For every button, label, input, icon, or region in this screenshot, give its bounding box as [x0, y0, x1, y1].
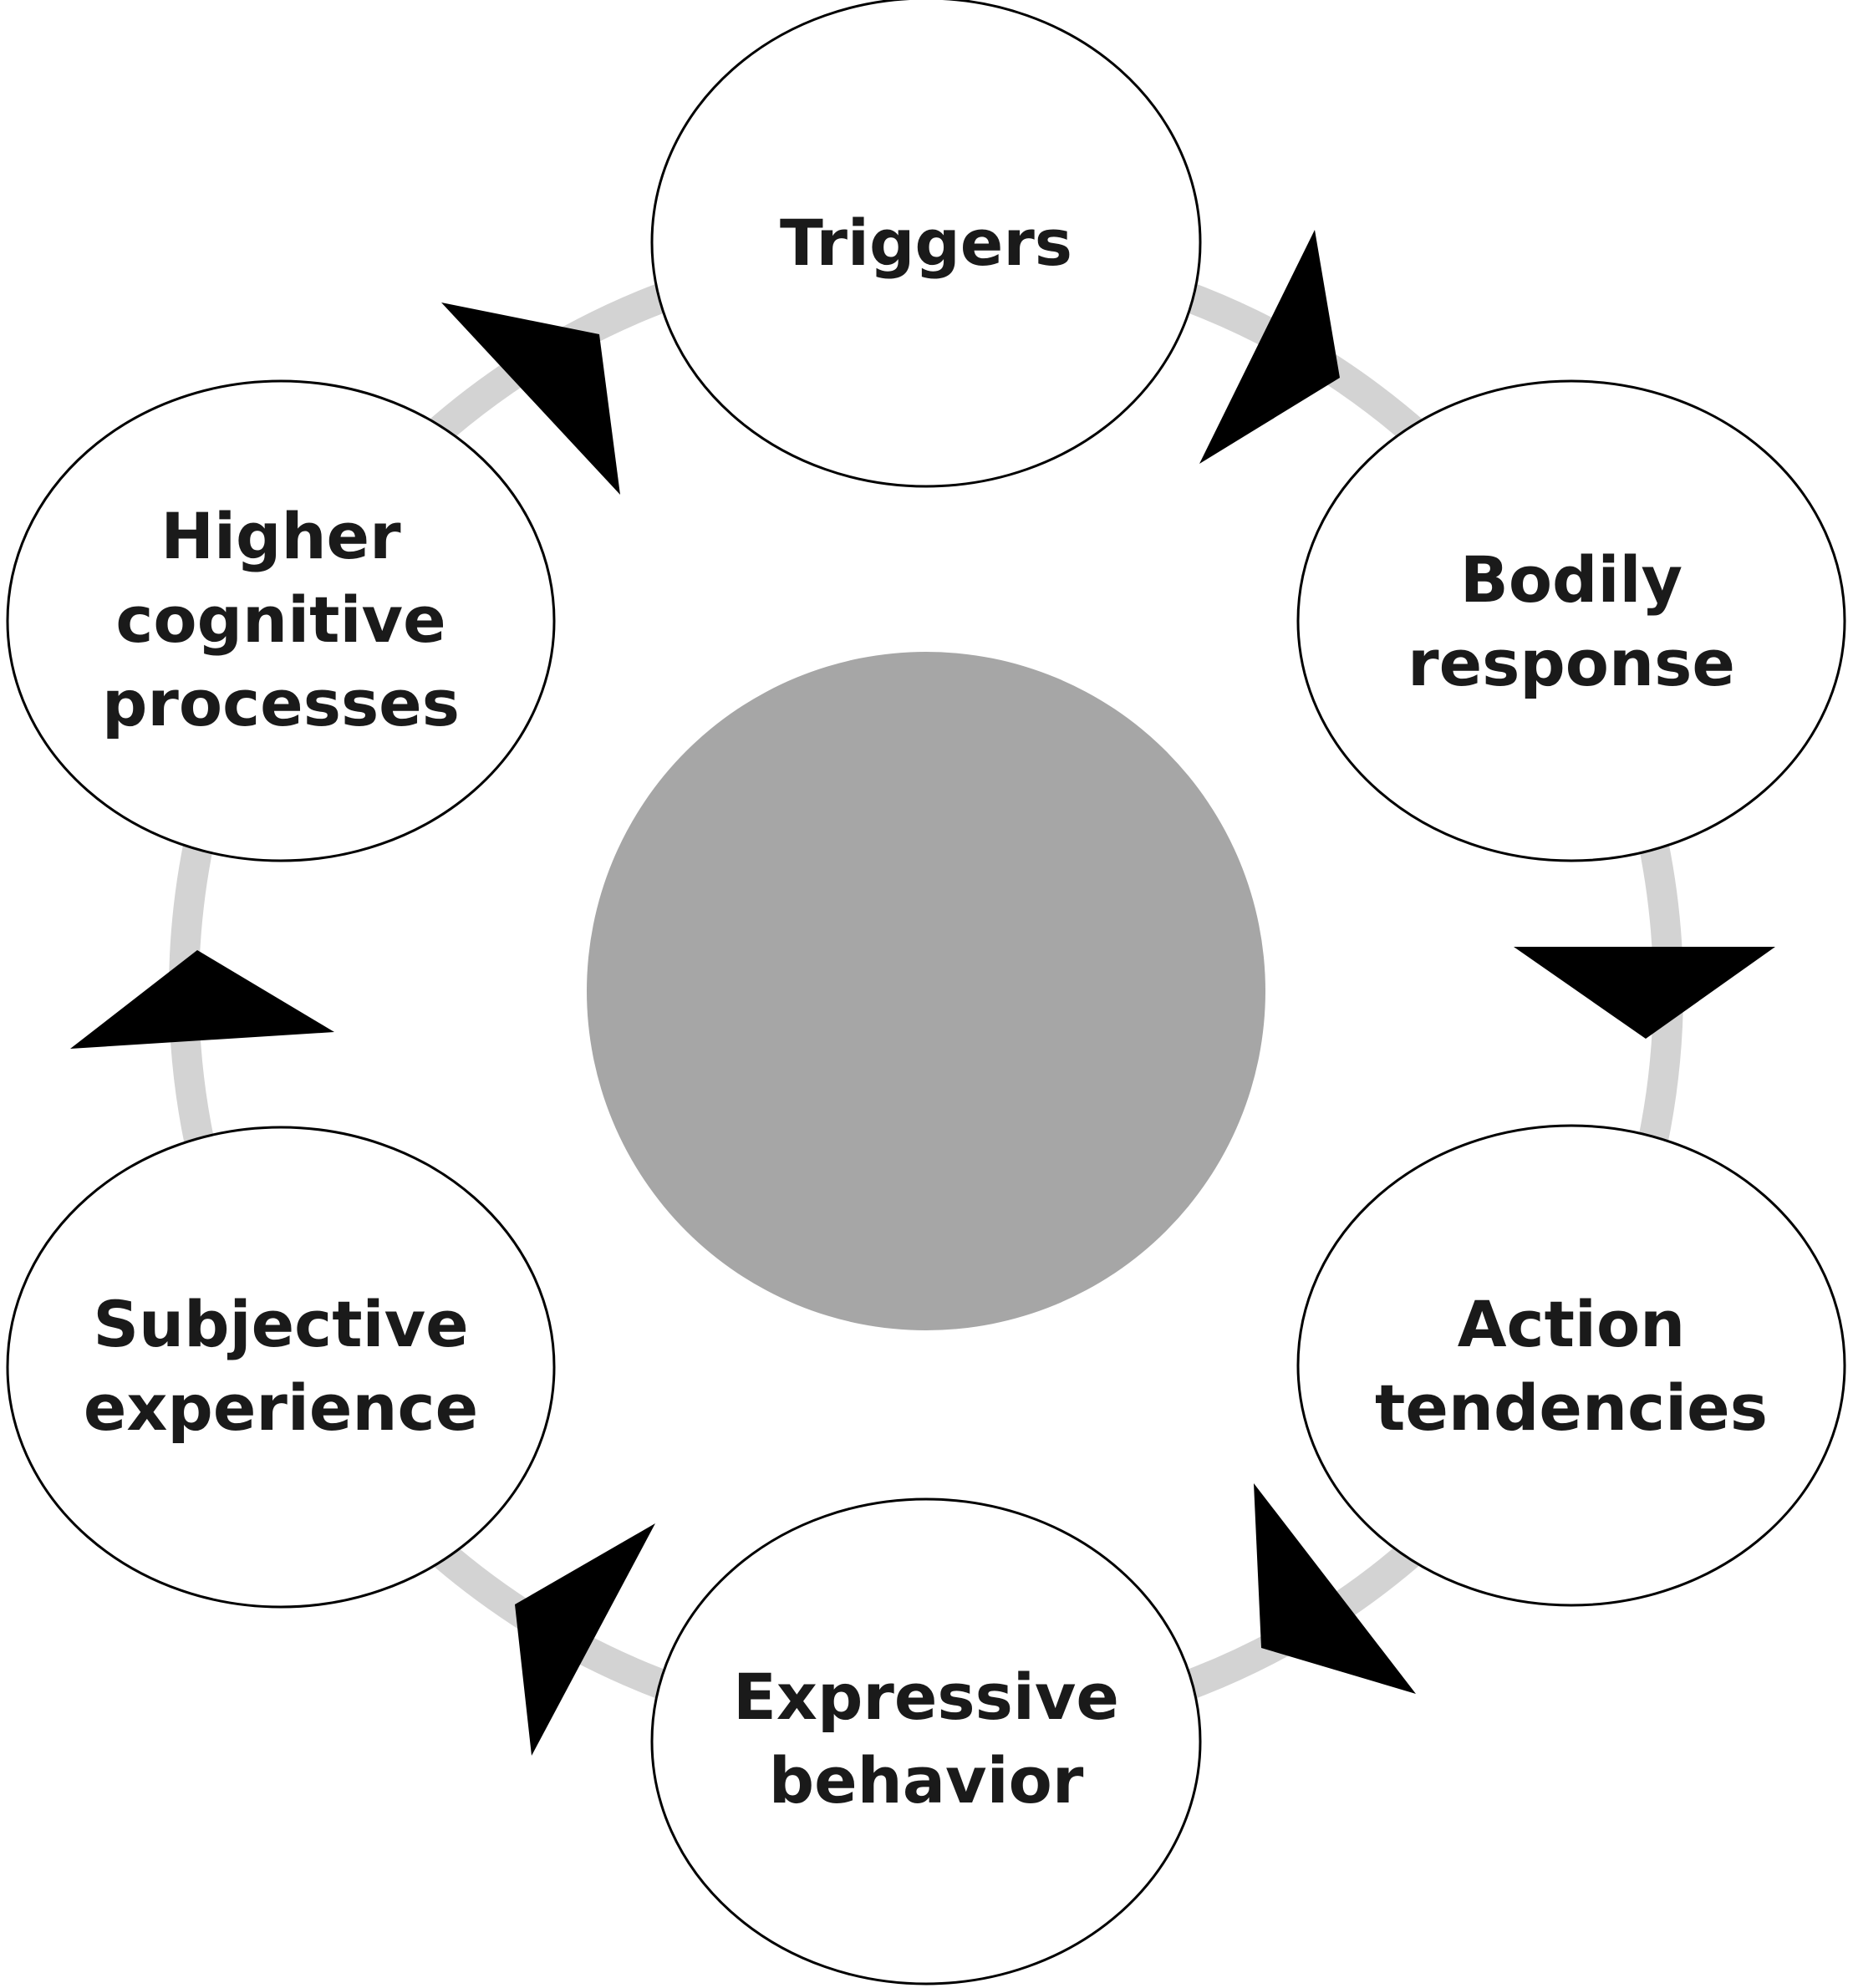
node-expressive-behavior-label: Expressive behavior [733, 1660, 1119, 1818]
node-subjective-experience-label: Subjective experience [84, 1287, 478, 1445]
node-action-tendencies: Action tendencies [1296, 1124, 1846, 1607]
node-expressive-behavior-line-1: Expressive [733, 1660, 1119, 1734]
node-bodily-response-ellipse [1296, 379, 1846, 862]
node-triggers-label: Triggers [780, 206, 1072, 280]
arrow-action-tendencies-to-expressive-behavior [1254, 1483, 1416, 1694]
arrow-higher-cognitive-processes-to-triggers [441, 303, 620, 495]
node-higher-cognitive-processes-label: Higher cognitive processes [102, 499, 460, 740]
node-expressive-behavior: Expressive behavior [650, 1497, 1202, 1985]
node-subjective-experience-ellipse [6, 1126, 556, 1609]
node-subjective-experience-line-1: Subjective [93, 1287, 468, 1361]
arrow-bodily-response-to-action-tendencies [1514, 947, 1775, 1039]
node-higher-cognitive-processes-line-1: Higher [160, 499, 401, 573]
node-higher-cognitive-processes-line-2: cognitive [115, 582, 445, 657]
node-triggers: Triggers [650, 0, 1202, 488]
node-subjective-experience: Subjective experience [6, 1126, 556, 1609]
arrow-subjective-experience-to-higher-cognitive-processes [70, 950, 334, 1049]
arrow-triggers-to-bodily-response [1199, 230, 1340, 464]
center-circle [587, 652, 1265, 1330]
node-triggers-ellipse [650, 0, 1202, 488]
node-bodily-response: Bodily response [1296, 379, 1846, 862]
node-bodily-response-line-1: Bodily [1460, 542, 1682, 617]
node-higher-cognitive-processes: Higher cognitive processes [6, 379, 556, 862]
node-action-tendencies-line-1: Action [1458, 1287, 1686, 1361]
node-action-tendencies-ellipse [1296, 1124, 1846, 1607]
node-expressive-behavior-line-2: behavior [769, 1743, 1084, 1818]
node-expressive-behavior-ellipse [650, 1497, 1202, 1985]
node-action-tendencies-label: Action tendencies [1375, 1287, 1768, 1445]
node-bodily-response-line-2: response [1408, 626, 1735, 700]
node-subjective-experience-line-2: experience [84, 1370, 478, 1445]
node-triggers-line-1: Triggers [780, 206, 1072, 280]
node-action-tendencies-line-2: tendencies [1375, 1370, 1768, 1445]
arrow-expressive-behavior-to-subjective-experience [515, 1523, 655, 1756]
node-bodily-response-label: Bodily response [1408, 542, 1735, 700]
node-higher-cognitive-processes-line-3: processes [102, 666, 460, 740]
node-higher-cognitive-processes-ellipse [6, 379, 556, 862]
